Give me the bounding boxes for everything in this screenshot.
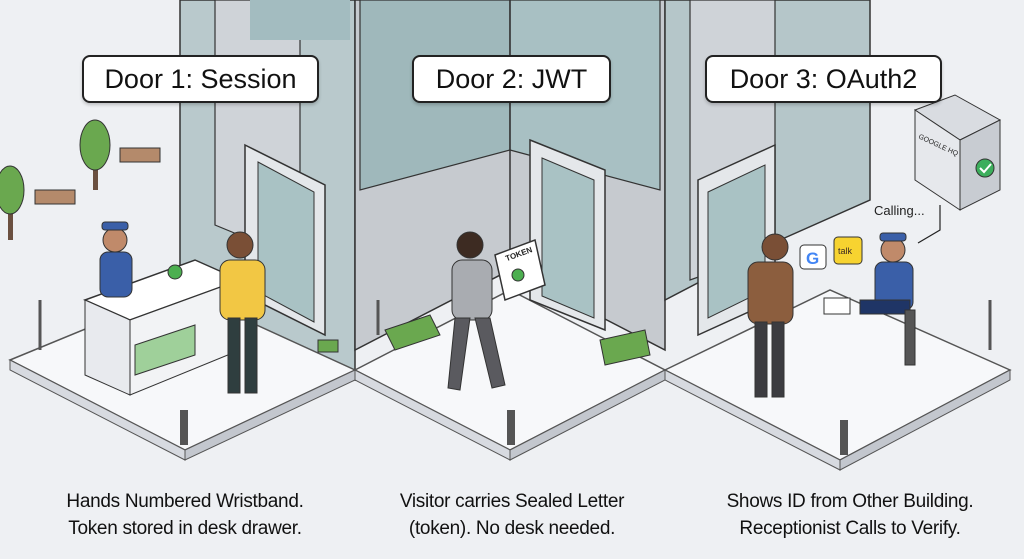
door-1-title: Door 1: Session [82, 55, 319, 103]
door-3-caption: Shows ID from Other Building. Receptioni… [685, 488, 1015, 542]
google-badge-icon: G [799, 244, 827, 270]
calling-text: Calling... [874, 203, 925, 218]
caption-line: Hands Numbered Wristband. [66, 491, 304, 512]
street-lamps [38, 300, 992, 455]
reception-desk [82, 259, 243, 396]
door-2-title: Door 2: JWT [412, 55, 611, 103]
visitor-2 [447, 231, 506, 391]
caption-line: Shows ID from Other Building. [726, 491, 974, 512]
planters [317, 314, 651, 366]
svg-text:G: G [806, 249, 819, 268]
caption-line: Receptionist Calls to Verify. [739, 518, 961, 539]
receptionist-1 [99, 221, 183, 298]
floor-3 [663, 289, 1012, 471]
caption-line: Token stored in desk drawer. [68, 518, 302, 539]
receptionist-3 [823, 232, 916, 366]
hq-building: GOOGLE HQ [913, 94, 1002, 244]
door-2 [529, 138, 606, 332]
caption-line: Visitor carries Sealed Letter [399, 491, 625, 512]
sealed-letter-icon: TOKEN [494, 238, 546, 302]
caption-line: (token). No desk needed. [408, 518, 616, 539]
door-2-caption: Visitor carries Sealed Letter (token). N… [347, 488, 677, 542]
kakaotalk-badge-icon: talk [833, 236, 863, 265]
door-1-caption: Hands Numbered Wristband. Token stored i… [20, 488, 350, 542]
visitor-3 [747, 233, 794, 398]
svg-text:talk: talk [838, 246, 853, 256]
visitor-1 [219, 231, 266, 394]
trees-icon [0, 119, 161, 240]
door-3-title: Door 3: OAuth2 [705, 55, 942, 103]
